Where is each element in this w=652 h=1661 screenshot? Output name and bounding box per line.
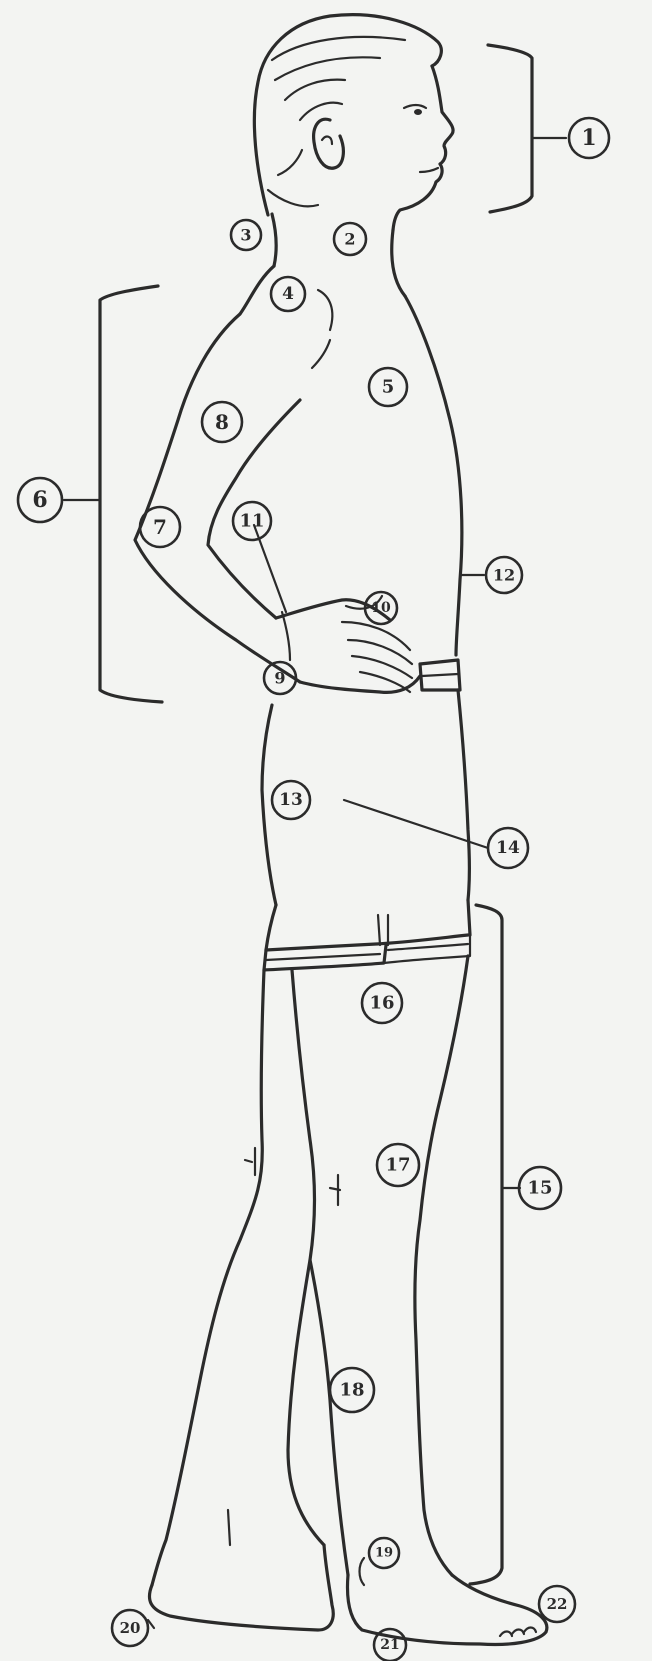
label-17: 17 — [377, 1144, 419, 1186]
label-12: 12 — [486, 557, 522, 593]
label-1: 1 — [569, 118, 609, 158]
label-8: 8 — [202, 402, 242, 442]
svg-text:13: 13 — [279, 790, 303, 810]
svg-text:19: 19 — [375, 1546, 393, 1561]
label-6: 6 — [18, 478, 62, 522]
label-4: 4 — [271, 277, 305, 311]
svg-text:7: 7 — [153, 515, 167, 539]
label-15: 15 — [519, 1167, 561, 1209]
feet-outline — [149, 1545, 546, 1645]
svg-text:16: 16 — [369, 993, 394, 1014]
legs-outline — [152, 956, 468, 1585]
bracket-leg — [470, 905, 520, 1584]
svg-text:14: 14 — [496, 838, 520, 858]
svg-text:17: 17 — [385, 1155, 410, 1176]
label-14: 14 — [488, 828, 528, 868]
label-3: 3 — [231, 220, 261, 250]
svg-text:11: 11 — [239, 511, 264, 532]
label-18: 18 — [330, 1368, 374, 1412]
label-19: 19 — [369, 1538, 399, 1568]
label-13: 13 — [272, 781, 310, 819]
svg-text:21: 21 — [380, 1637, 399, 1653]
svg-text:10: 10 — [371, 600, 391, 616]
label-16: 16 — [362, 983, 402, 1023]
svg-text:8: 8 — [215, 410, 229, 434]
label-22: 22 — [539, 1586, 575, 1622]
svg-text:22: 22 — [547, 1595, 568, 1613]
svg-text:3: 3 — [240, 226, 251, 245]
shorts-outline — [264, 660, 470, 970]
label-11: 11 — [233, 502, 271, 540]
label-5: 5 — [369, 368, 407, 406]
label-20: 20 — [112, 1610, 148, 1646]
bracket-head — [488, 45, 566, 212]
svg-text:15: 15 — [527, 1178, 552, 1199]
label-21: 21 — [374, 1629, 406, 1661]
svg-text:12: 12 — [493, 566, 515, 585]
svg-text:6: 6 — [32, 487, 47, 513]
label-7: 7 — [140, 507, 180, 547]
label-2: 2 — [334, 223, 366, 255]
svg-text:5: 5 — [382, 377, 395, 398]
svg-text:20: 20 — [120, 1619, 141, 1637]
bracket-arm — [64, 286, 162, 702]
svg-text:9: 9 — [274, 669, 285, 688]
svg-text:1: 1 — [581, 125, 596, 151]
svg-text:4: 4 — [282, 284, 294, 304]
svg-text:18: 18 — [339, 1380, 364, 1401]
svg-text:2: 2 — [344, 230, 355, 249]
